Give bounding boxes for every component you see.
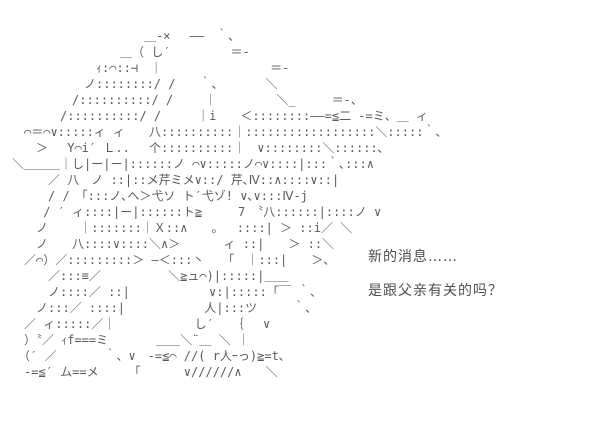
dialogue-line-2: 是跟父亲有关的吗？ xyxy=(368,283,503,299)
dialogue-line-1: 新的消息…… xyxy=(368,249,458,265)
ascii-art: ＿-× —— ｀、 ＿（ し′ ＝- ｨ:⌒::⊣ ｜ ＝- ノ::::::::… xyxy=(12,29,448,379)
